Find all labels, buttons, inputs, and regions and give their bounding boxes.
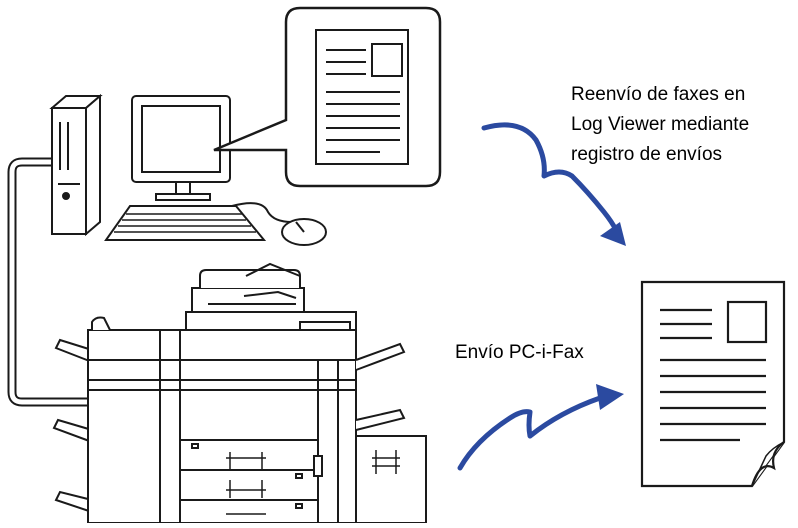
document-bubble — [213, 6, 442, 188]
forward-caption: Reenvío de faxes en Log Viewer mediante … — [571, 80, 749, 170]
computer-tower-icon — [49, 93, 103, 237]
pc-fax-arrow — [457, 384, 624, 471]
pc-fax-caption: Envío PC-i-Fax — [455, 342, 584, 363]
keyboard-icon — [104, 205, 267, 241]
forward-arrow — [481, 122, 626, 246]
monitor-icon — [131, 95, 231, 201]
forward-caption-line-3: registro de envíos — [571, 144, 723, 165]
multifunction-printer-icon — [52, 262, 427, 524]
forward-caption-line-1: Reenvío de faxes en — [571, 84, 746, 105]
document-icon — [315, 29, 409, 165]
mouse-icon — [231, 202, 327, 246]
fax-document-icon — [640, 280, 786, 488]
forward-caption-line-2: Log Viewer mediante — [571, 114, 750, 135]
